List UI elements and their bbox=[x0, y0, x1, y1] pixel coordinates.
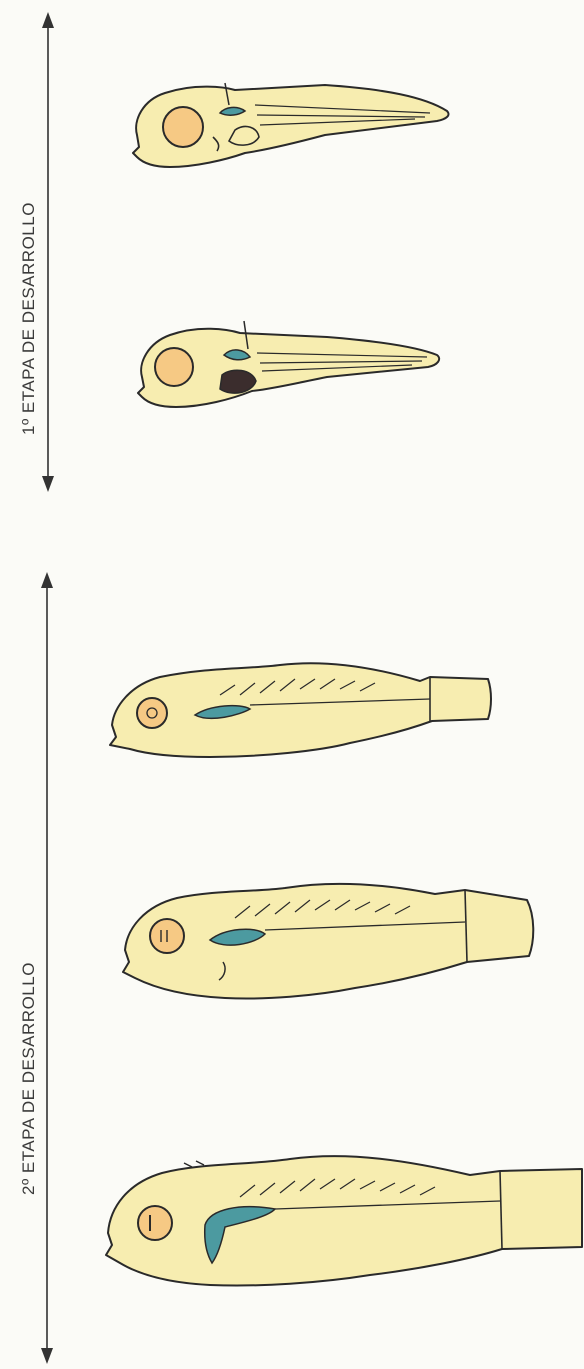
larva-1-illustration bbox=[125, 75, 455, 175]
stage-2-label: 2º ETAPA DE DESARROLLO bbox=[19, 962, 39, 1195]
juvenile-1-illustration bbox=[100, 655, 495, 765]
stage-1-arrow bbox=[36, 12, 60, 492]
stage-1-label: 1º ETAPA DE DESARROLLO bbox=[19, 202, 39, 435]
larva-1-eye bbox=[163, 107, 203, 147]
juvenile-3-eye bbox=[138, 1206, 172, 1240]
juvenile-3-illustration bbox=[100, 1145, 584, 1290]
juvenile-1-eye bbox=[137, 698, 167, 728]
larva-2-eye bbox=[155, 348, 193, 386]
juvenile-2-illustration bbox=[115, 870, 540, 1005]
larva-2-illustration bbox=[132, 315, 447, 415]
